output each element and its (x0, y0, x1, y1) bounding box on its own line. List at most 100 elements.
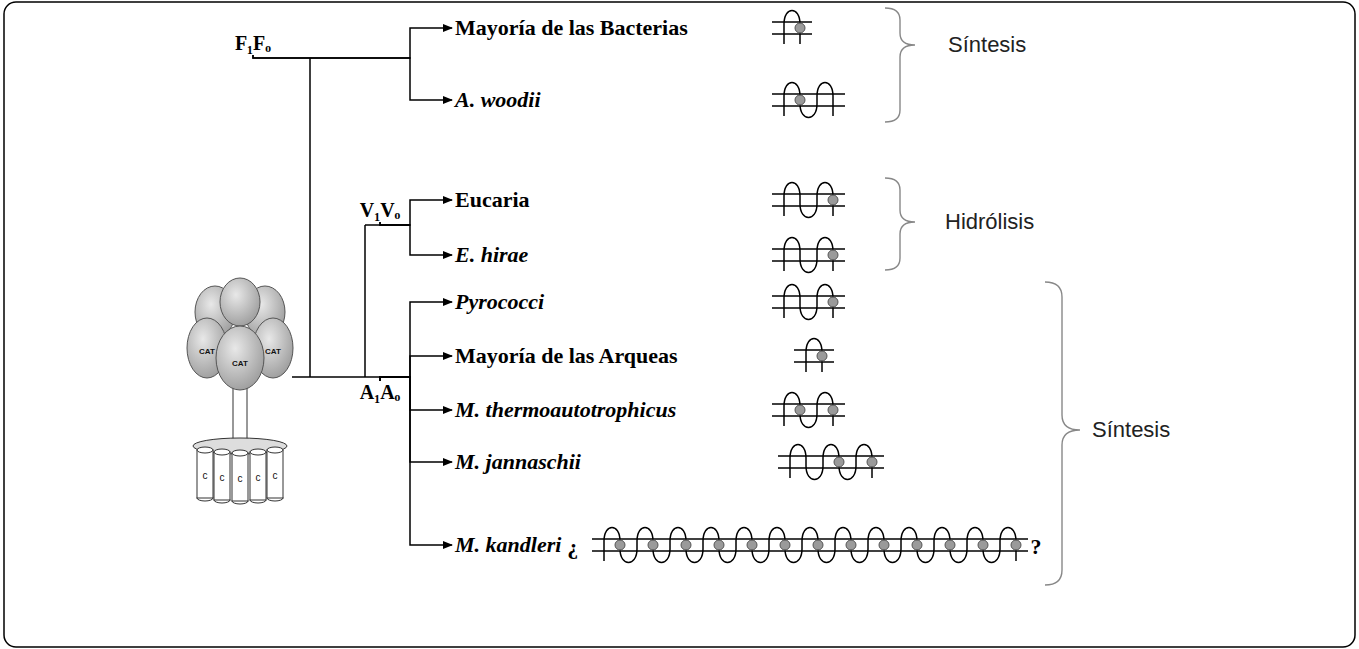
binding-site-dot (912, 540, 922, 550)
c-subunit-label-text: c (273, 471, 278, 481)
membrane-line (772, 33, 812, 34)
curly-bracket (1045, 282, 1080, 585)
node-text: Pyrococci (455, 289, 544, 314)
node-text: A. woodii (455, 87, 541, 112)
binding-site-dot (681, 540, 691, 550)
node-text: F₁Fₒ (235, 32, 271, 55)
tree-arrow (380, 302, 452, 381)
question-mark: ¿ (567, 534, 578, 559)
branch-label: A₁Aₒ (360, 381, 401, 404)
binding-site-dot (828, 250, 838, 260)
c-subunit-label: c (220, 473, 225, 483)
c-subunit-label: c (256, 473, 261, 483)
tree-arrow (380, 222, 452, 255)
c-subunit (232, 453, 248, 501)
c-subunit (250, 449, 266, 455)
c-subunits (197, 447, 283, 504)
organism-label: E. hirae (455, 242, 528, 267)
c-subunit-label-text: c (256, 473, 261, 483)
catalytic-label: CAT (232, 360, 248, 368)
binding-site-dot (828, 195, 838, 205)
binding-site-dot (978, 540, 988, 550)
node-text: M. thermoautotrophicus (455, 397, 676, 422)
catalytic-label: CAT (265, 348, 281, 356)
c-subunit-label: c (238, 474, 243, 484)
binding-site-dot (834, 457, 844, 467)
binding-site-dot (813, 540, 823, 550)
c-subunit-label-text: c (203, 471, 208, 481)
catalytic-head (220, 278, 260, 326)
c-subunit-label-text: c (220, 473, 225, 483)
bracket-label: Síntesis (948, 32, 1026, 57)
c-subunit (250, 452, 266, 500)
branch-label: V₁Vₒ (360, 199, 401, 222)
organism-label: Mayoría de las Bacterias (455, 15, 688, 40)
binding-site-dot (747, 540, 757, 550)
membrane-line (772, 295, 845, 296)
membrane-hairpin-icon (794, 339, 834, 373)
organism-label: M. thermoautotrophicus (455, 397, 676, 422)
binding-site-dot (714, 540, 724, 550)
hairpin-loop (604, 528, 1016, 563)
membrane-line (772, 307, 845, 308)
binding-site-dot (867, 457, 877, 467)
binding-site-dot (795, 23, 805, 33)
node-text: M. jannaschii (455, 449, 581, 474)
tree-arrow (253, 55, 452, 100)
organism-label: M. jannaschii (455, 449, 581, 474)
c-subunit (197, 447, 213, 453)
tree-trunk (292, 58, 410, 377)
c-subunit (214, 452, 230, 500)
c-subunit (197, 450, 213, 498)
node-text: A₁Aₒ (360, 381, 401, 404)
binding-site-dot (780, 540, 790, 550)
binding-site-dot (846, 540, 856, 550)
catalytic-label-text: CAT (199, 348, 215, 356)
node-text: Mayoría de las Bacterias (455, 15, 688, 40)
stalk (233, 386, 247, 444)
membrane-line (592, 538, 1028, 539)
node-text: Eucaria (455, 187, 530, 212)
node-text: Mayoría de las Arqueas (455, 343, 678, 368)
catalytic-label-text: CAT (265, 348, 281, 356)
c-subunit-label: c (273, 471, 278, 481)
membrane-hairpin-icon (772, 11, 812, 45)
binding-site-dot (795, 405, 805, 415)
hairpin-loop (784, 183, 833, 218)
bracket-label: Hidrólisis (945, 209, 1034, 234)
membrane-line (772, 403, 845, 404)
membrane-line (772, 105, 845, 106)
binding-site-dot (828, 405, 838, 415)
membrane-line (592, 550, 1028, 551)
c-subunit-label-text: c (238, 474, 243, 484)
membrane-line (772, 205, 845, 206)
binding-site-dot (828, 297, 838, 307)
node-text: M. kandleri (455, 532, 561, 557)
node-text: V₁Vₒ (360, 199, 401, 222)
hairpin-loop (784, 393, 833, 428)
c-subunit (267, 447, 283, 453)
membrane-line (778, 455, 884, 456)
hairpin-loop (784, 238, 833, 273)
question-mark: ? (1031, 534, 1042, 559)
question-mark-text: ? (1031, 534, 1042, 559)
figure-border (4, 2, 1355, 647)
binding-site-dot (1011, 540, 1021, 550)
binding-site-dot (615, 540, 625, 550)
curly-bracket (885, 178, 915, 270)
binding-site-dot (817, 351, 827, 361)
question-mark-text: ¿ (567, 534, 578, 559)
organism-label: Pyrococci (455, 289, 544, 314)
membrane-hairpin-icon (778, 445, 884, 480)
binding-site-dot (945, 540, 955, 550)
curly-bracket (885, 8, 915, 122)
bracket-label-text: Hidrólisis (945, 209, 1034, 234)
c-subunit (267, 450, 283, 498)
trunk-line (364, 225, 366, 377)
membrane-line (772, 193, 845, 194)
bracket-label-text: Síntesis (948, 32, 1026, 57)
organism-label: M. kandleri (455, 532, 561, 557)
